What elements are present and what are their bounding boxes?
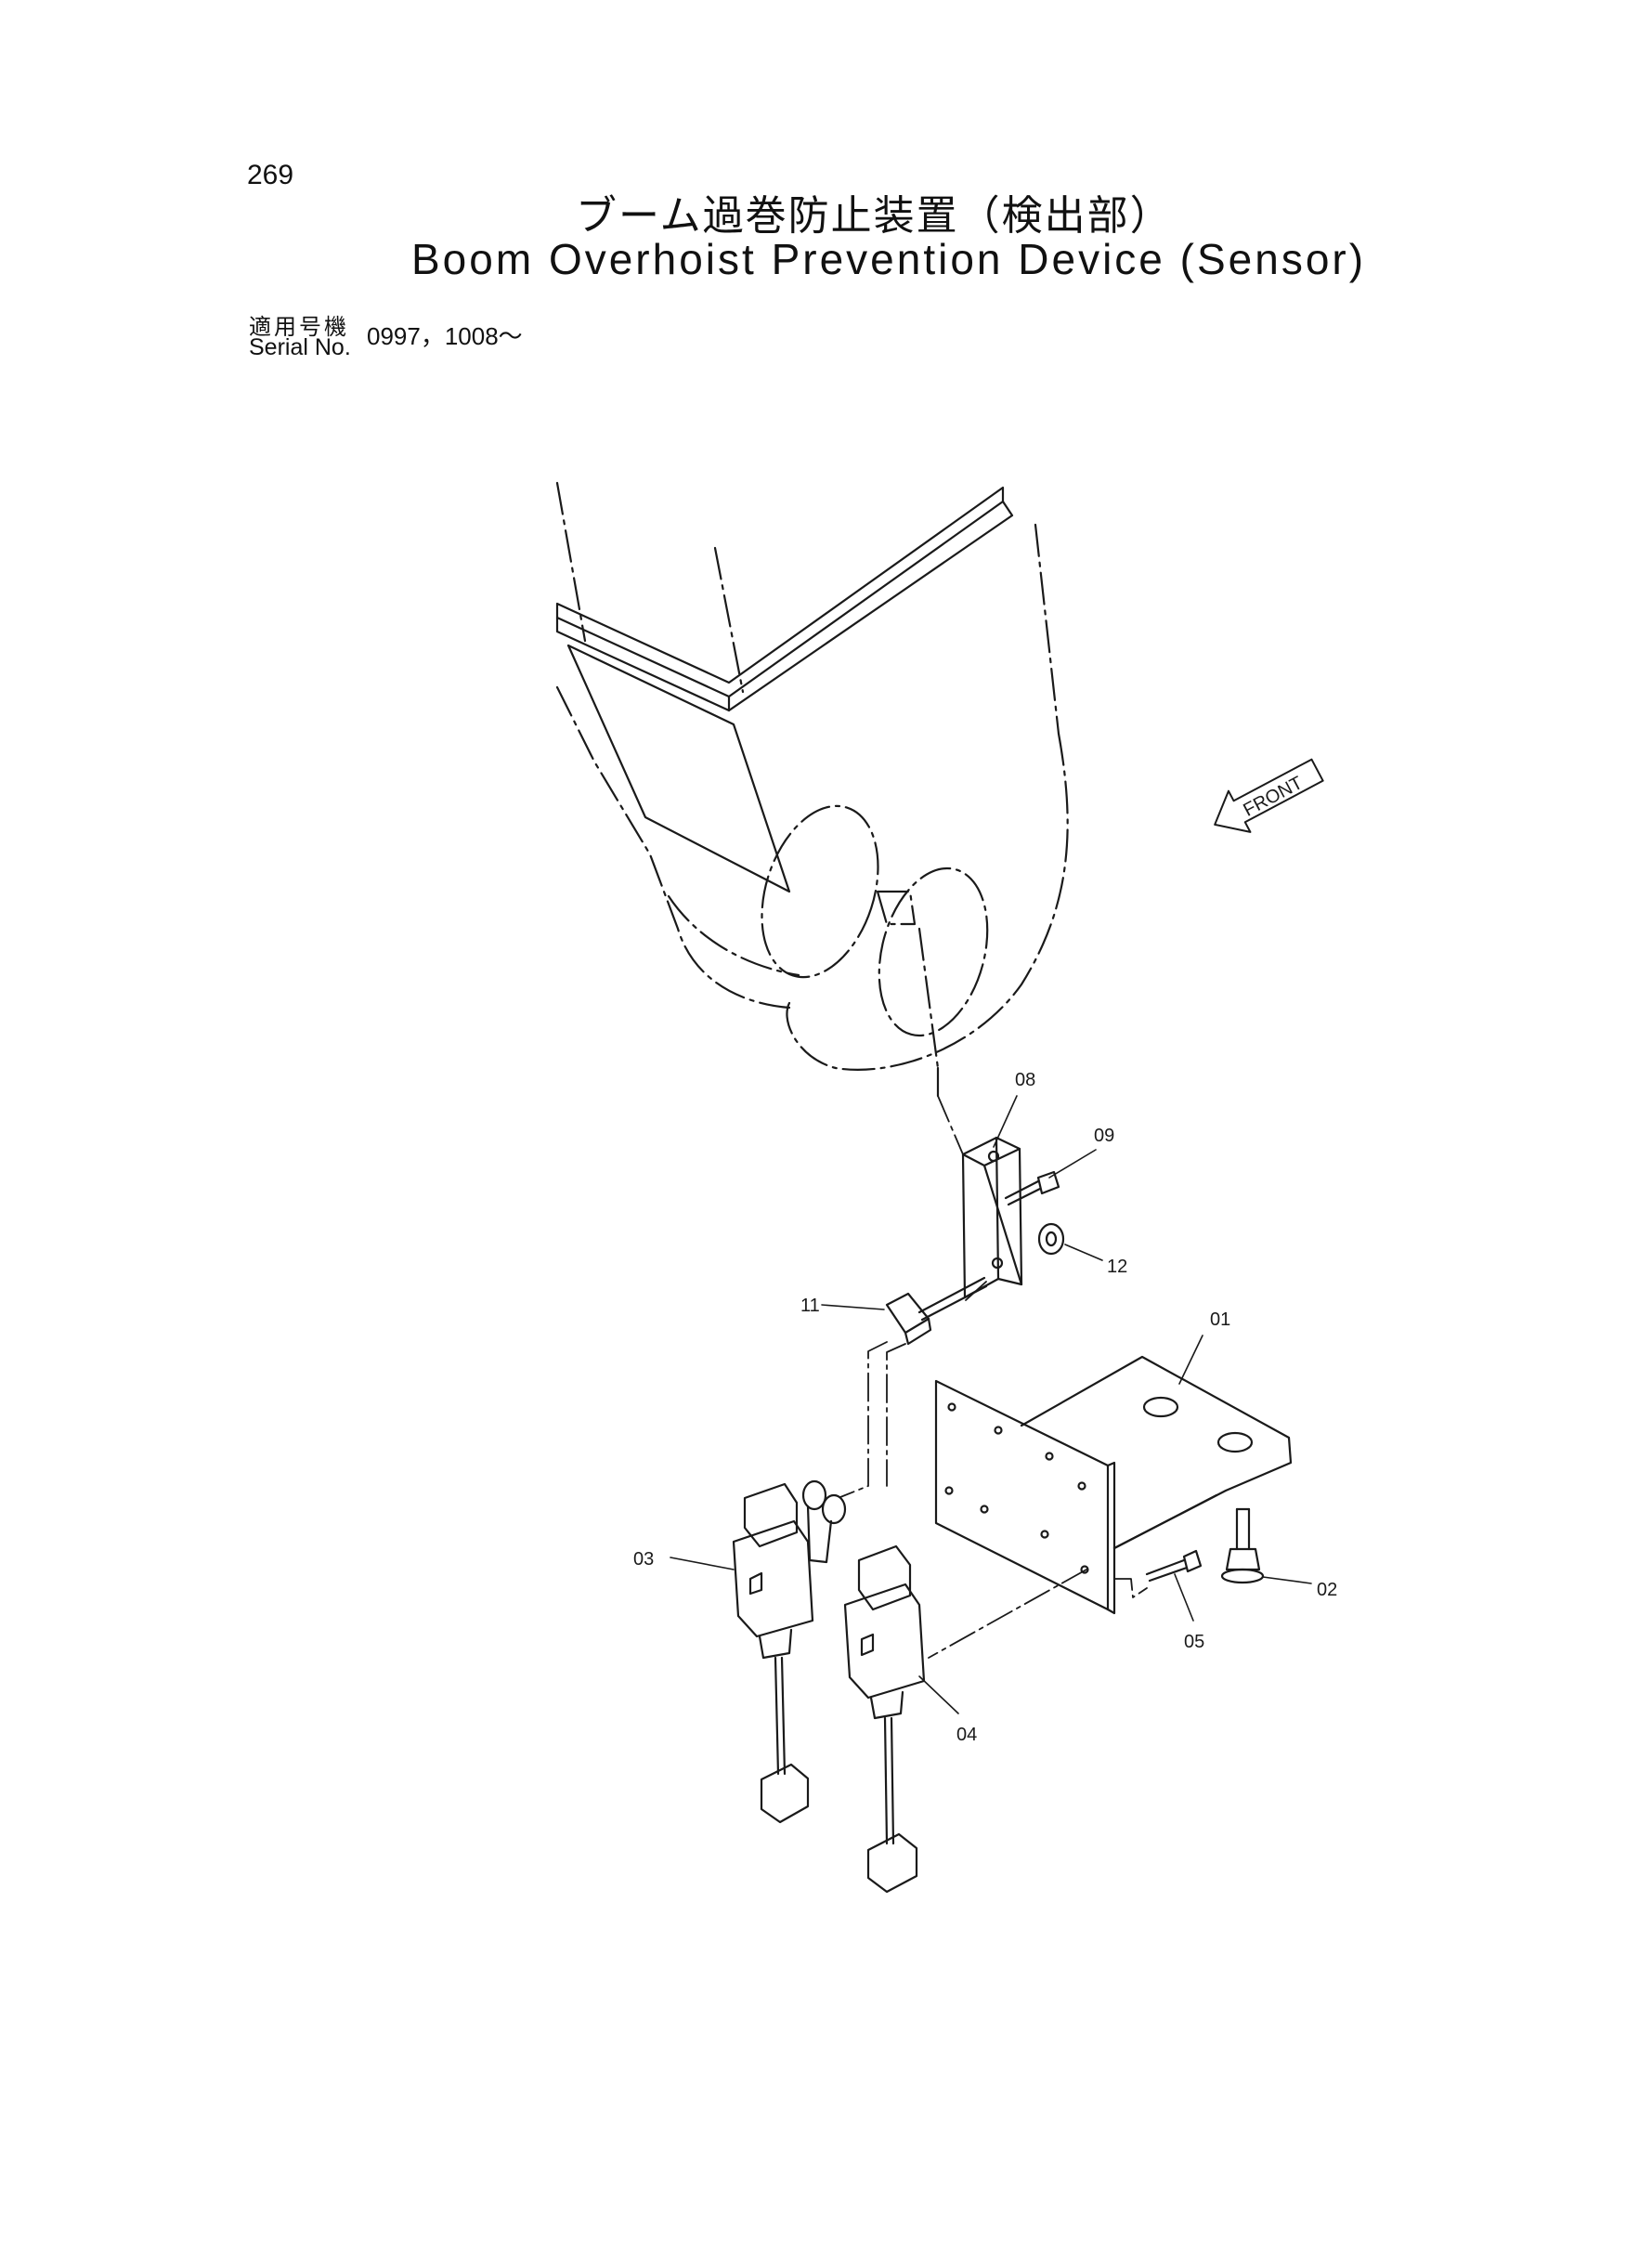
page-number: 269: [247, 160, 294, 190]
serial-number-value: 0997，1008～: [367, 322, 523, 350]
callout-04: 04: [956, 1725, 977, 1745]
assembly-lines: [839, 1095, 1148, 1659]
bolt-05: [1145, 1549, 1203, 1583]
callout-08: 08: [1015, 1070, 1035, 1090]
callout-02: 02: [1317, 1580, 1337, 1600]
nut-12: [1037, 1222, 1065, 1256]
callout-12: 12: [1107, 1257, 1127, 1277]
boom-outline: [555, 481, 1069, 1098]
title-english: Boom Overhoist Prevention Device (Sensor…: [411, 235, 1367, 283]
limit-switch-04: [843, 1544, 926, 1894]
callout-labels: 01 02 03 04 05 08 09 11 12: [633, 1070, 1337, 1745]
serial-label-japanese: 適用号機: [249, 314, 349, 340]
callout-09: 09: [1094, 1126, 1114, 1146]
callout-01: 01: [1210, 1309, 1230, 1330]
bolt-02: [1220, 1507, 1265, 1584]
serial-label-english: Serial No.: [249, 334, 351, 360]
limit-switch-03: [732, 1479, 847, 1824]
callout-11: 11: [800, 1296, 820, 1316]
bolt-09: [1004, 1170, 1060, 1206]
serial-number-block: 適用号機 Serial No. 0997，1008～: [249, 308, 639, 364]
bracket-08: [961, 1136, 1023, 1299]
callout-03: 03: [633, 1549, 654, 1570]
boom-end-plate: [555, 486, 1014, 893]
bracket-01: [934, 1355, 1293, 1615]
leader-lines: [670, 1095, 1312, 1714]
actuator-11: [885, 1276, 988, 1346]
front-arrow-icon: FRONT: [1214, 758, 1324, 833]
callout-05: 05: [1184, 1632, 1204, 1652]
title-japanese: ブーム過巻防止装置（検出部）: [576, 192, 1173, 240]
